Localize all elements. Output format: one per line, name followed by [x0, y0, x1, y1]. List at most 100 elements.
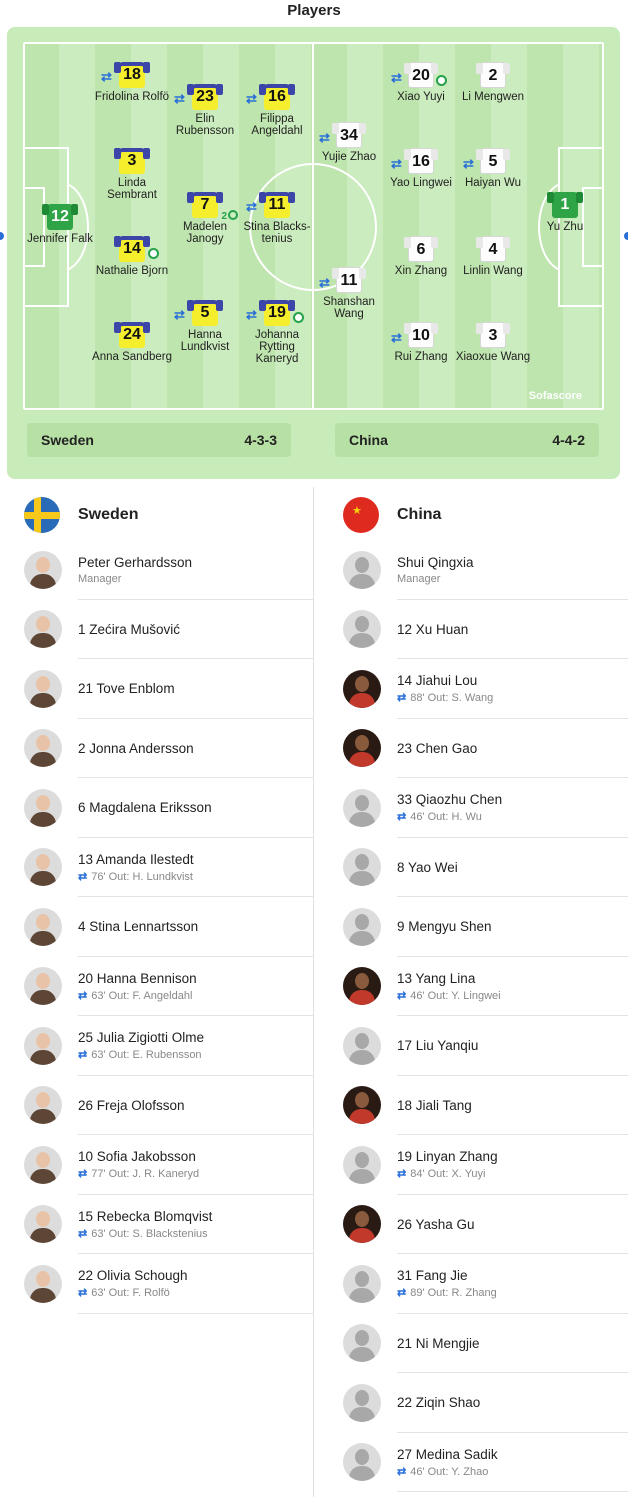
substitution-info: 88' Out: S. Wang — [410, 692, 494, 705]
pitch_home-player[interactable]: 18⇄Fridolina Rolfö — [92, 62, 172, 103]
player-name: 1 Zećira Mušović — [78, 621, 181, 637]
player-name: 2 Jonna Andersson — [78, 740, 194, 756]
pitch_home-player[interactable]: 19⇄Johanna Rytting Kaneryd — [237, 300, 317, 365]
player-name: Jennifer Falk — [27, 233, 93, 245]
sweden-flag-icon — [24, 497, 60, 533]
substitute-row[interactable]: 14 Jiahui Lou⇄88' Out: S. Wang — [343, 659, 628, 719]
avatar — [24, 967, 62, 1006]
manager-label: Manager — [78, 572, 122, 585]
pitch_away-player[interactable]: 20⇄Xiao Yuyi — [381, 62, 461, 103]
player-name: Nathalie Bjorn — [95, 265, 169, 277]
home-team-label: Sweden — [41, 432, 94, 448]
substitute-row[interactable]: 31 Fang Jie⇄89' Out: R. Zhang — [343, 1254, 628, 1314]
pitch_away-player[interactable]: 16⇄Yao Lingwei — [381, 148, 461, 189]
avatar — [24, 1264, 62, 1303]
player-name: Stina Blacks-tenius — [243, 221, 311, 245]
pitch_away-player[interactable]: 5⇄Haiyan Wu — [453, 148, 533, 189]
avatar — [343, 1324, 381, 1363]
pitch_home-player[interactable]: 5⇄Hanna Lundkvist — [165, 300, 245, 353]
substitute-row[interactable]: 10 Sofia Jakobsson⇄77' Out: J. R. Kanery… — [24, 1135, 314, 1195]
avatar — [343, 848, 381, 887]
player-name: Elin Rubensson — [175, 113, 235, 137]
pitch_home-player[interactable]: 11⇄Stina Blacks-tenius — [237, 192, 317, 245]
avatar — [24, 550, 62, 589]
substitution-icon: ⇄ — [397, 1287, 407, 1300]
player-name: Yu Zhu — [546, 221, 584, 233]
substitute-row[interactable]: 19 Linyan Zhang⇄84' Out: X. Yuyi — [343, 1135, 628, 1195]
substitute-row[interactable]: 27 Medina Sadik⇄46' Out: Y. Zhao — [343, 1433, 628, 1492]
substitute-row[interactable]: 2 Jonna Andersson — [24, 719, 314, 778]
avatar — [24, 1205, 62, 1244]
player-name: 23 Chen Gao — [397, 740, 478, 756]
scroll-left-indicator[interactable] — [0, 232, 4, 240]
home-formation-bar: Sweden 4-3-3 — [27, 423, 291, 457]
pitch_home-player[interactable]: 23⇄ Elin Rubensson — [165, 84, 245, 137]
player-name: Linda Sembrant — [107, 177, 157, 201]
player-name: 9 Mengyu Shen — [397, 919, 492, 935]
substitute-row[interactable]: 21 Ni Mengjie — [343, 1314, 628, 1373]
substitute-row[interactable]: 22 Olivia Schough⇄63' Out: F. Rolfö — [24, 1254, 314, 1314]
player-name: Rui Zhang — [394, 351, 448, 363]
substitute-row[interactable]: 21 Tove Enblom — [24, 659, 314, 719]
shirt-icon: 11⇄ — [319, 267, 366, 293]
pitch_away-player[interactable]: 1 Yu Zhu — [525, 192, 604, 233]
substitute-row[interactable]: 13 Amanda Ilestedt⇄76' Out: H. Lundkvist — [24, 838, 314, 897]
substitution-info: 46' Out: Y. Lingwei — [410, 989, 501, 1002]
shirt-icon: 1 — [547, 192, 583, 218]
substitution-icon: ⇄ — [174, 307, 185, 322]
player-name: 15 Rebecka Blomqvist — [78, 1208, 213, 1224]
avatar — [343, 550, 381, 589]
avatar — [24, 610, 62, 649]
avatar — [343, 669, 381, 708]
player-name: Li Mengwen — [461, 91, 524, 103]
avatar — [24, 729, 62, 768]
shirt-icon: 23⇄ — [174, 84, 223, 110]
goal-icon — [228, 210, 238, 220]
substitute-row[interactable]: 18 Jiali Tang — [343, 1076, 628, 1135]
pitch_away-player[interactable]: 34⇄Yujie Zhao — [309, 122, 389, 163]
substitute-row[interactable]: 6 Magdalena Eriksson — [24, 778, 314, 838]
substitute-row[interactable]: 1 Zećira Mušović — [24, 600, 314, 659]
substitute-row[interactable]: 22 Ziqin Shao — [343, 1373, 628, 1433]
pitch_home-player[interactable]: 16⇄Filippa Angeldahl — [237, 84, 317, 137]
scroll-right-indicator[interactable] — [624, 232, 628, 240]
substitute-row[interactable]: 17 Liu Yanqiu — [343, 1016, 628, 1076]
substitute-row[interactable]: 15 Rebecka Blomqvist⇄63' Out: S. Blackst… — [24, 1195, 314, 1254]
player-name: 18 Jiali Tang — [397, 1097, 472, 1113]
substitute-row[interactable]: 8 Yao Wei — [343, 838, 628, 897]
pitch_away-player[interactable]: 10⇄Rui Zhang — [381, 322, 461, 363]
substitute-row[interactable]: 25 Julia Zigiotti Olme⇄63' Out: E. Ruben… — [24, 1016, 314, 1076]
substitute-row[interactable]: 20 Hanna Bennison⇄63' Out: F. Angeldahl — [24, 957, 314, 1016]
avatar — [343, 1145, 381, 1184]
substitute-row[interactable]: 23 Chen Gao — [343, 719, 628, 778]
substitute-row[interactable]: 9 Mengyu Shen — [343, 897, 628, 957]
substitution-icon: ⇄ — [397, 1465, 407, 1478]
substitute-row[interactable]: 12 Xu Huan — [343, 600, 628, 659]
player-name: 21 Tove Enblom — [78, 681, 175, 697]
player-name: Anna Sandberg — [92, 351, 172, 363]
substitute-row[interactable]: 26 Yasha Gu — [343, 1195, 628, 1254]
substitute-row[interactable]: 13 Yang Lina⇄46' Out: Y. Lingwei — [343, 957, 628, 1016]
substitution-icon: ⇄ — [246, 91, 257, 106]
player-name: 20 Hanna Bennison — [78, 970, 197, 986]
substitute-row[interactable]: 26 Freja Olofsson — [24, 1076, 314, 1135]
substitution-icon: ⇄ — [101, 69, 112, 84]
substitute-row[interactable]: 33 Qiaozhu Chen⇄46' Out: H. Wu — [343, 778, 628, 838]
pitch_away-player[interactable]: 11⇄Shanshan Wang — [309, 267, 389, 320]
goal-icon — [148, 248, 159, 259]
player-name: 19 Linyan Zhang — [397, 1149, 498, 1165]
substitute-row[interactable]: 4 Stina Lennartsson — [24, 897, 314, 957]
